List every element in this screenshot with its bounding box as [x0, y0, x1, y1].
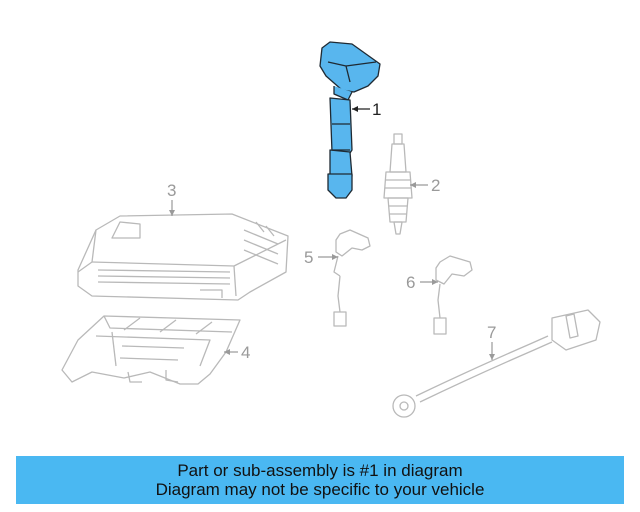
sensor-5-part[interactable]: [333, 229, 371, 327]
ecm-bracket-part[interactable]: [61, 315, 241, 385]
callout-3-leader: [169, 200, 175, 216]
callout-4-leader: [224, 349, 238, 355]
spark-plug-part[interactable]: [383, 133, 413, 235]
callout-number-7[interactable]: 7: [487, 323, 497, 342]
info-banner: Part or sub-assembly is #1 in diagram Di…: [16, 456, 624, 504]
callout-number-2[interactable]: 2: [431, 176, 441, 195]
callout-2-leader: [410, 182, 428, 188]
callout-7-leader: [489, 342, 495, 360]
callout-number-6[interactable]: 6: [406, 273, 416, 292]
knock-sensor-part[interactable]: [392, 309, 601, 418]
banner-part-notice: Part or sub-assembly is #1 in diagram: [177, 461, 463, 480]
parts-diagram: [61, 41, 601, 418]
banner-disclaimer: Diagram may not be specific to your vehi…: [155, 480, 485, 499]
callout-5-leader: [318, 254, 338, 260]
callout-number-5[interactable]: 5: [304, 248, 314, 267]
engine-control-module-part[interactable]: [77, 213, 289, 301]
sensor-6-part[interactable]: [433, 255, 473, 335]
callout-number-4[interactable]: 4: [241, 343, 251, 362]
callout-number-1[interactable]: 1: [372, 100, 382, 119]
ignition-coil-part[interactable]: [319, 41, 381, 199]
callout-1-leader: [352, 106, 370, 112]
callout-number-3[interactable]: 3: [167, 181, 177, 200]
callout-6-leader: [420, 279, 438, 285]
